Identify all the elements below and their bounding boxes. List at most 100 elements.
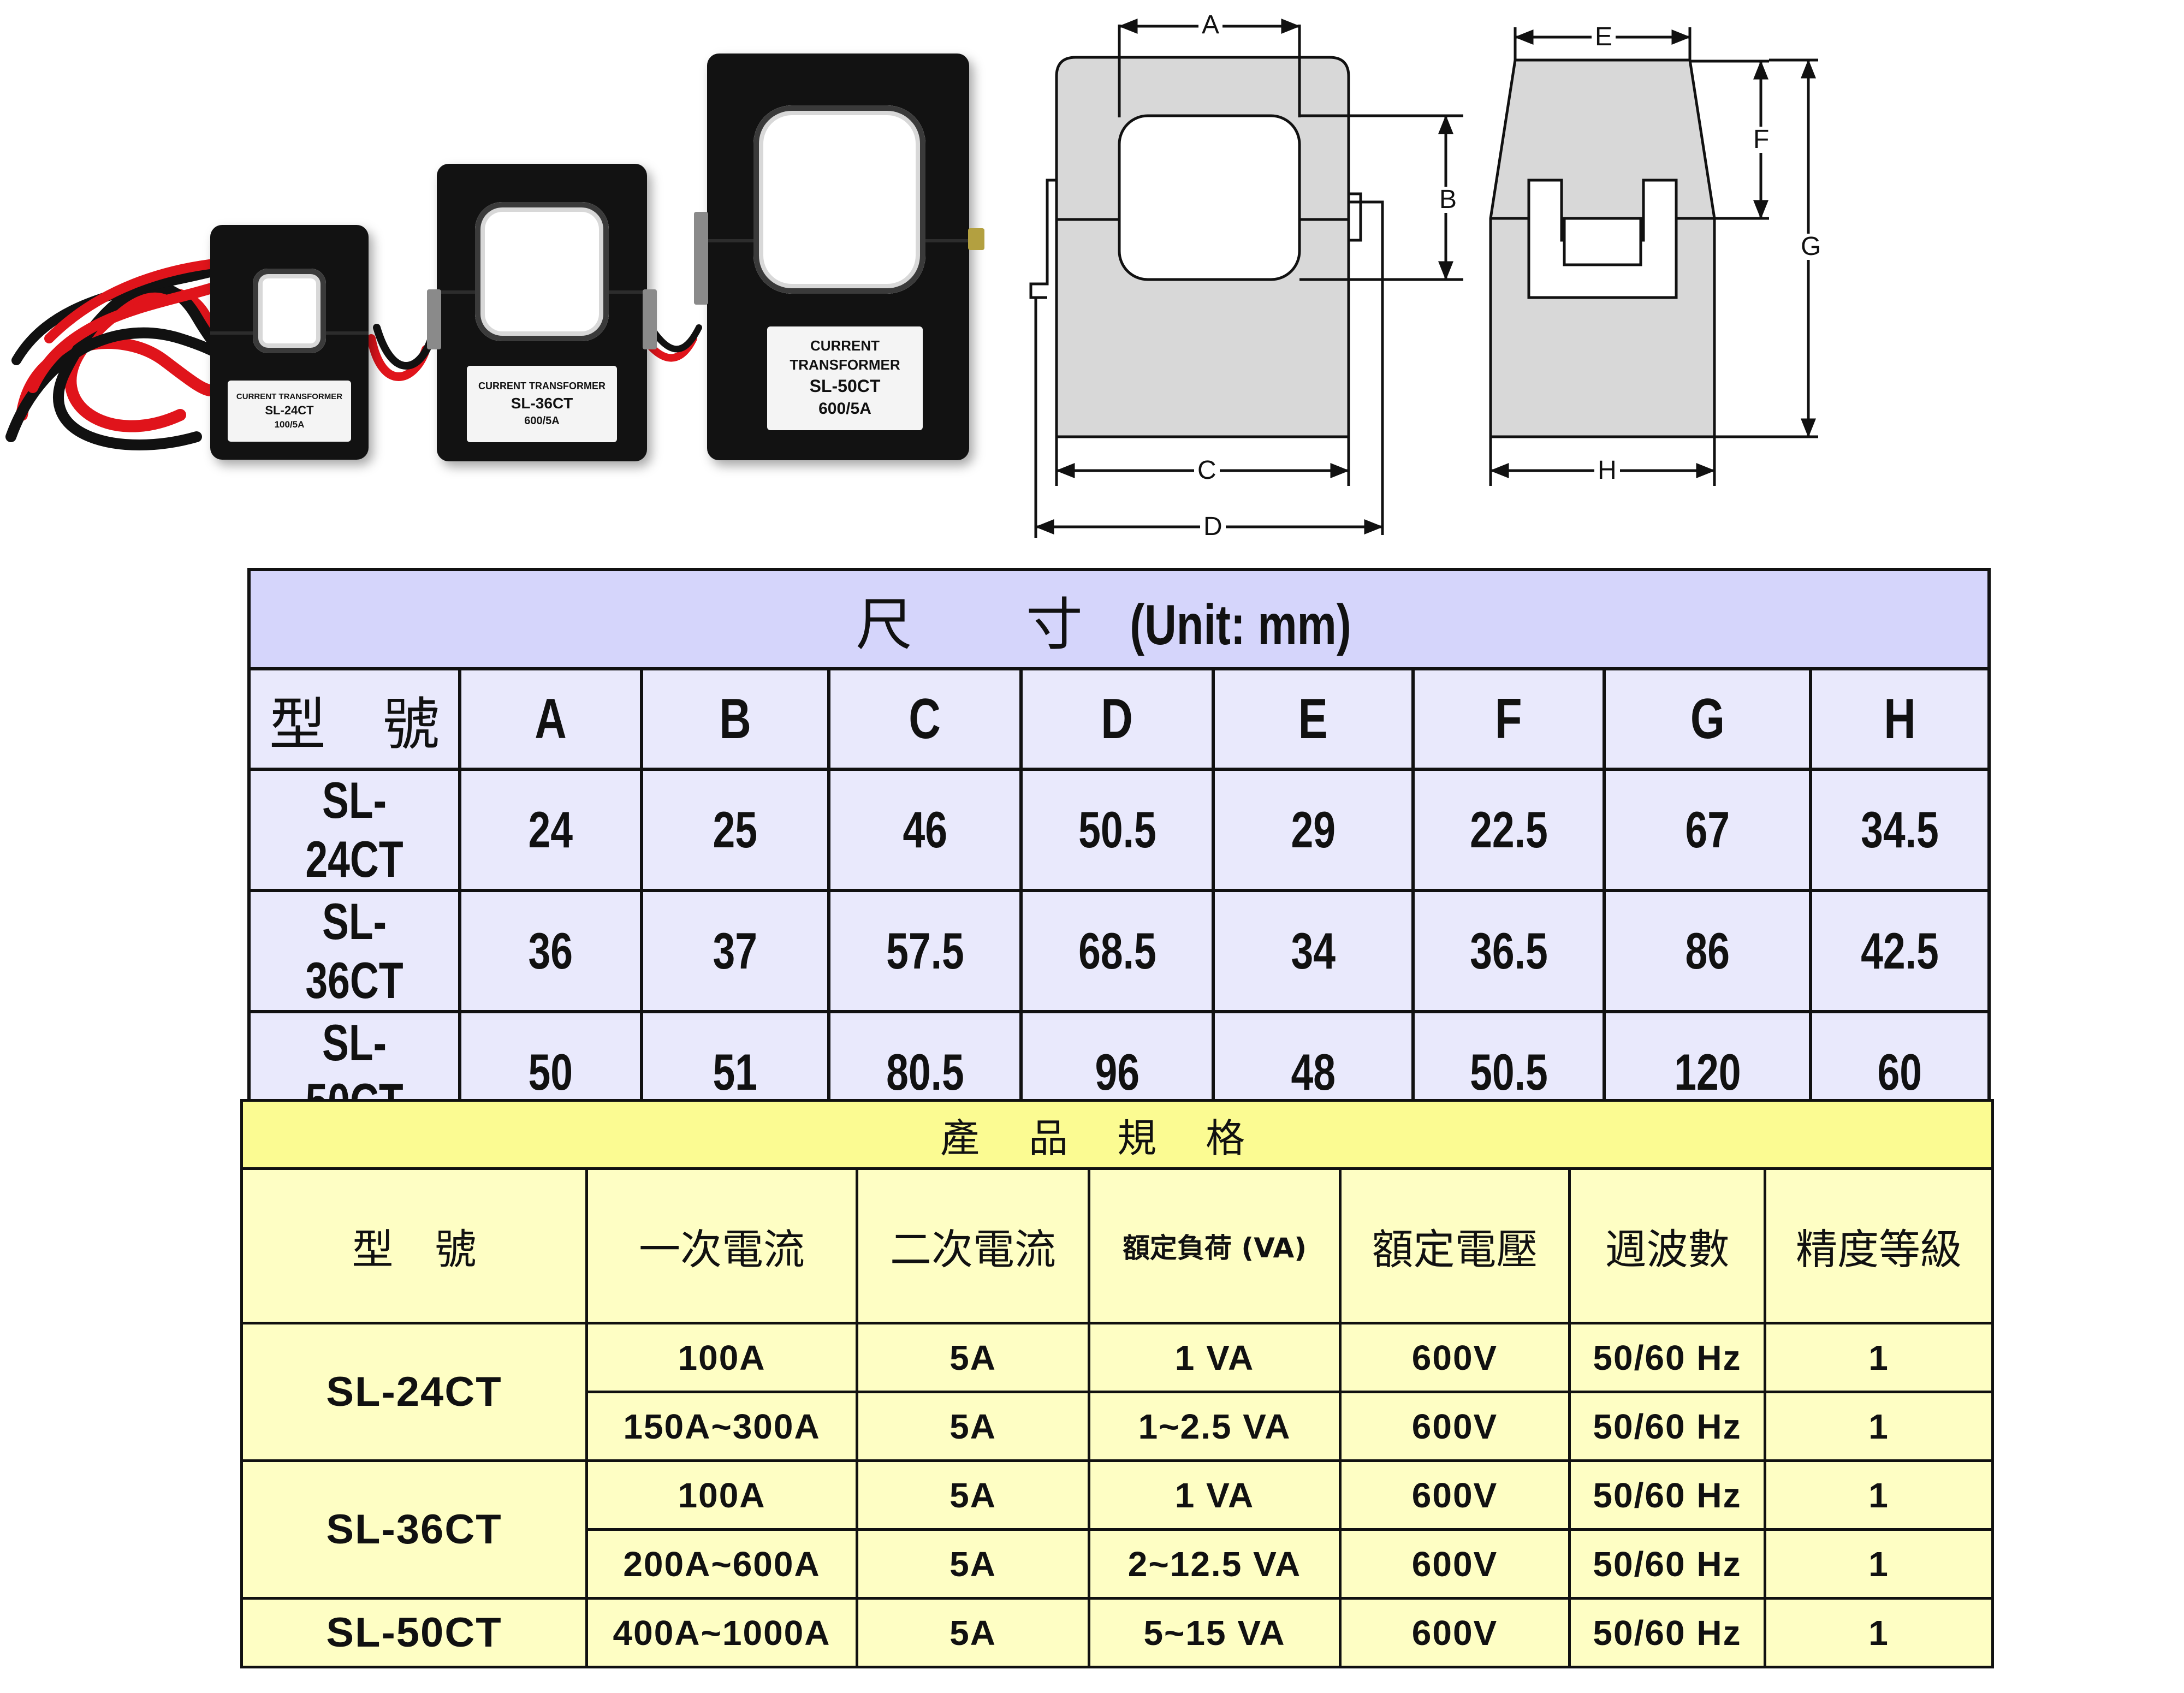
burden-cell: 1~2.5 VA	[1088, 1391, 1342, 1462]
header-col-g: G	[1603, 667, 1812, 771]
burden-cell: 5~15 VA	[1088, 1597, 1342, 1668]
voltage-cell: 600V	[1339, 1322, 1571, 1393]
value-cell: 50.5	[1019, 768, 1215, 892]
primary-current-cell: 150A~300A	[585, 1391, 858, 1462]
value-cell: 67	[1603, 768, 1812, 892]
header-col-b: B	[640, 667, 830, 771]
dimensions-table: 尺 寸 (Unit: mm) 型 號 A B C D E F G H SL-24…	[247, 568, 1991, 1134]
secondary-current-cell: 5A	[856, 1597, 1090, 1668]
ct-label-sl-50ct: CURRENT TRANSFORMER SL-50CT 600/5A	[767, 326, 923, 430]
product-photos: CURRENT TRANSFORMER SL-24CT 100/5A CURRE…	[0, 33, 988, 502]
table-row: SL-36CT 36 37 57.5 68.5 34 36.5 86 42.5	[247, 889, 1991, 1013]
value-cell: 42.5	[1808, 889, 1991, 1013]
primary-current-cell: 100A	[585, 1459, 858, 1531]
value-cell: 25	[640, 768, 830, 892]
burden-cell: 1 VA	[1088, 1459, 1342, 1531]
dim-label-g: G	[1797, 234, 1825, 260]
dim-label-f: F	[1750, 127, 1773, 153]
accuracy-cell: 1	[1763, 1391, 1995, 1462]
table-row: 200A~600A 5A 2~12.5 VA 600V 50/60 Hz 1	[242, 1528, 1995, 1600]
model-cell: SL-24CT	[240, 1322, 588, 1462]
secondary-current-cell: 5A	[856, 1391, 1090, 1462]
table-row: 150A~300A 5A 1~2.5 VA 600V 50/60 Hz 1	[242, 1391, 1995, 1462]
burden-cell: 1 VA	[1088, 1322, 1342, 1393]
header-frequency: 週波數	[1568, 1167, 1766, 1324]
accuracy-cell: 1	[1763, 1528, 1995, 1600]
header-accuracy-class: 精度等級	[1763, 1167, 1995, 1324]
value-cell: 29	[1212, 768, 1415, 892]
frequency-cell: 50/60 Hz	[1568, 1391, 1766, 1462]
value-cell: 86	[1603, 889, 1812, 1013]
accuracy-cell: 1	[1763, 1597, 1995, 1668]
voltage-cell: 600V	[1339, 1391, 1571, 1462]
ct-photo-sl-50ct: CURRENT TRANSFORMER SL-50CT 600/5A	[694, 54, 984, 460]
ct-label-sl-24ct: CURRENT TRANSFORMER SL-24CT 100/5A	[228, 381, 351, 442]
header-model: 型 號	[247, 667, 461, 771]
voltage-cell: 600V	[1339, 1528, 1571, 1600]
header-col-e: E	[1212, 667, 1415, 771]
value-cell: 36.5	[1411, 889, 1606, 1013]
specifications-table: 產品規格 型 號 一次電流 二次電流 額定負荷 (VA) 額定電壓 週波數 精度…	[240, 1099, 1995, 1668]
primary-current-cell: 100A	[585, 1322, 858, 1393]
specifications-title: 產品規格	[240, 1099, 1995, 1170]
table-row: SL-24CT 24 25 46 50.5 29 22.5 67 34.5	[247, 768, 1991, 892]
value-cell: 22.5	[1411, 768, 1606, 892]
value-cell: 68.5	[1019, 889, 1215, 1013]
dim-label-b: B	[1436, 187, 1461, 213]
frequency-cell: 50/60 Hz	[1568, 1322, 1766, 1393]
value-cell: 57.5	[827, 889, 1023, 1013]
frequency-cell: 50/60 Hz	[1568, 1597, 1766, 1668]
value-cell: 36	[458, 889, 643, 1013]
dim-label-a: A	[1198, 12, 1223, 38]
dimensions-title-unit: (Unit: mm)	[1130, 593, 1351, 657]
frequency-cell: 50/60 Hz	[1568, 1528, 1766, 1600]
header-model: 型 號	[240, 1167, 588, 1324]
header-col-c: C	[827, 667, 1023, 771]
model-cell: SL-36CT	[240, 1459, 588, 1600]
value-cell: 34.5	[1808, 768, 1991, 892]
burden-cell: 2~12.5 VA	[1088, 1528, 1342, 1600]
secondary-current-cell: 5A	[856, 1322, 1090, 1393]
voltage-cell: 600V	[1339, 1597, 1571, 1668]
ct-photo-sl-36ct: CURRENT TRANSFORMER SL-36CT 600/5A	[427, 164, 657, 461]
accuracy-cell: 1	[1763, 1459, 1995, 1531]
value-cell: 24	[458, 768, 643, 892]
table-row: SL-36CT 100A 5A 1 VA 600V 50/60 Hz 1	[240, 1459, 1995, 1600]
value-cell: 46	[827, 768, 1023, 892]
dim-label-d: D	[1200, 514, 1226, 540]
header-col-f: F	[1411, 667, 1606, 771]
dimensions-title: 尺 寸 (Unit: mm)	[247, 568, 1991, 670]
value-cell: 34	[1212, 889, 1415, 1013]
front-and-side-view-diagram	[1029, 19, 1818, 538]
ct-photo-sl-24ct: CURRENT TRANSFORMER SL-24CT 100/5A	[210, 225, 369, 460]
header-col-a: A	[458, 667, 643, 771]
dim-label-h: H	[1594, 458, 1620, 484]
model-cell: SL-36CT	[247, 889, 461, 1013]
specifications-header-row: 型 號 一次電流 二次電流 額定負荷 (VA) 額定電壓 週波數 精度等級	[240, 1167, 1995, 1324]
header-rated-voltage: 額定電壓	[1339, 1167, 1571, 1324]
dimension-drawings: A B C D E F G H	[1016, 0, 1867, 546]
value-cell: 37	[640, 889, 830, 1013]
header-secondary-current: 二次電流	[856, 1167, 1090, 1324]
header-primary-current: 一次電流	[585, 1167, 858, 1324]
secondary-current-cell: 5A	[856, 1459, 1090, 1531]
dimensions-header-row: 型 號 A B C D E F G H	[247, 667, 1991, 771]
primary-current-cell: 400A~1000A	[585, 1597, 858, 1668]
dim-label-e: E	[1592, 24, 1616, 50]
accuracy-cell: 1	[1763, 1322, 1995, 1393]
primary-current-cell: 200A~600A	[585, 1528, 858, 1600]
model-cell: SL-24CT	[247, 768, 461, 892]
voltage-cell: 600V	[1339, 1459, 1571, 1531]
table-row: SL-50CT 400A~1000A 5A 5~15 VA 600V 50/60…	[240, 1597, 1995, 1668]
table-row: SL-24CT 100A 5A 1 VA 600V 50/60 Hz 1	[240, 1322, 1995, 1462]
lead-wires-image	[5, 257, 702, 450]
ct-label-sl-36ct: CURRENT TRANSFORMER SL-36CT 600/5A	[467, 366, 617, 442]
dim-label-c: C	[1194, 458, 1220, 484]
header-col-d: D	[1019, 667, 1215, 771]
dimensions-title-cjk: 尺 寸	[856, 591, 1083, 658]
frequency-cell: 50/60 Hz	[1568, 1459, 1766, 1531]
header-col-h: H	[1808, 667, 1991, 771]
model-cell: SL-50CT	[240, 1597, 588, 1668]
secondary-current-cell: 5A	[856, 1528, 1090, 1600]
header-rated-burden: 額定負荷 (VA)	[1088, 1167, 1342, 1324]
